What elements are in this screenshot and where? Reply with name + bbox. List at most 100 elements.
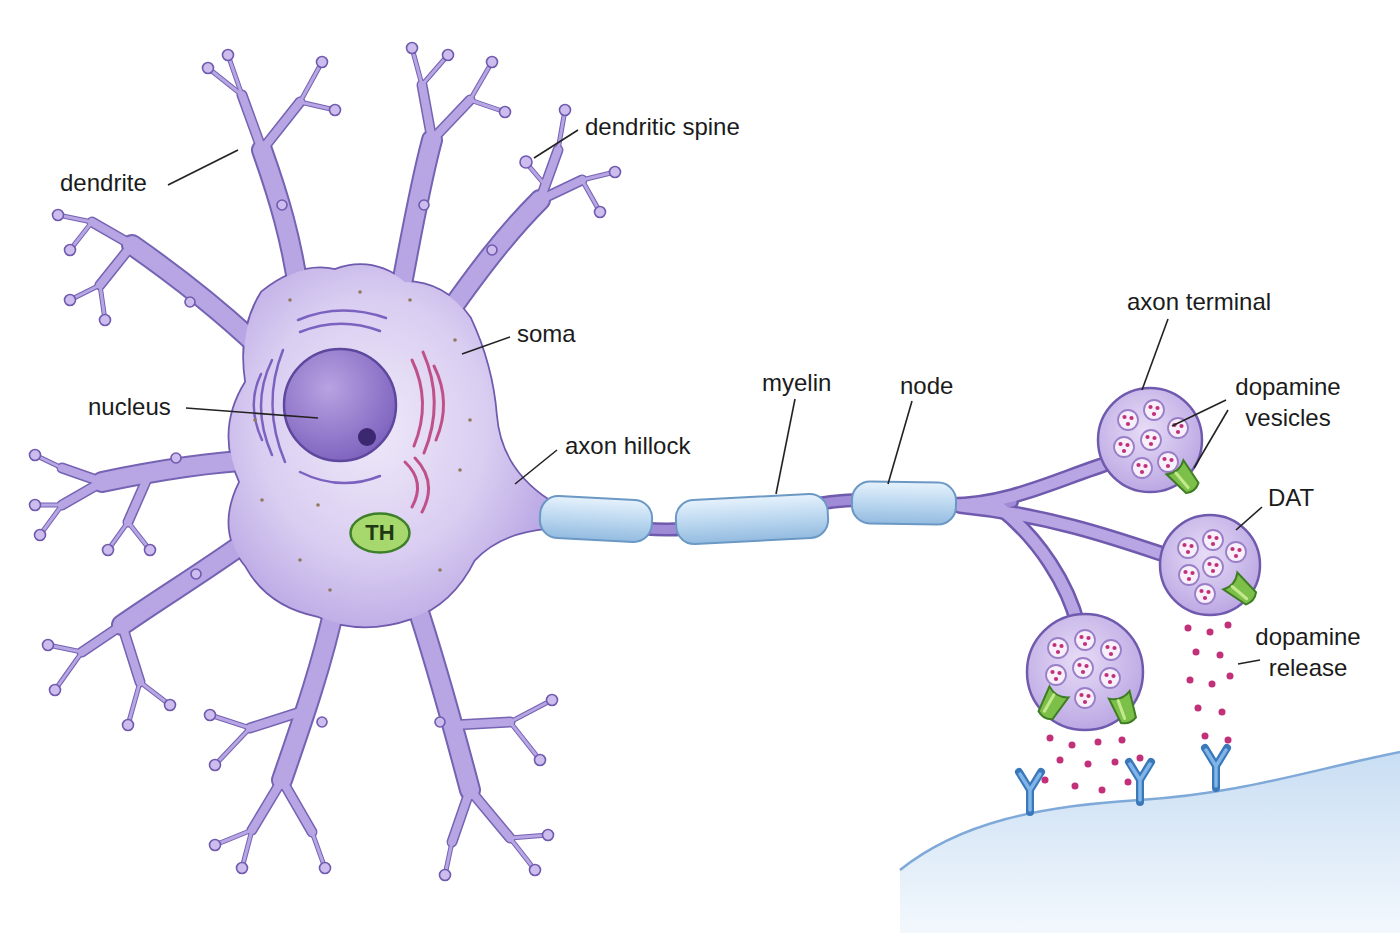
dopamine-molecules [1227, 673, 1234, 680]
axon [1000, 508, 1078, 625]
dendrites [62, 85, 582, 842]
dopamine-molecules [1042, 622, 1234, 794]
axon-terminals [1027, 388, 1260, 730]
dendritic-spines [595, 207, 606, 218]
dendritic-spines [210, 760, 221, 771]
cytoplasm-dots [253, 418, 257, 422]
part-label-text: nucleus [88, 393, 171, 420]
dopamine-molecules [1099, 787, 1106, 794]
leader-lines [462, 337, 510, 354]
dopamine-molecules [1219, 709, 1226, 716]
dopamine-molecules [1193, 649, 1200, 656]
dopamine-transporter [1109, 691, 1140, 726]
part-label: axon terminal [1127, 286, 1271, 317]
dendritic-spines [50, 685, 61, 696]
dopamine-molecules [1207, 629, 1214, 636]
dopamine-molecules [1195, 705, 1202, 712]
soma-body [229, 265, 548, 626]
dopamine-vesicles [1178, 538, 1198, 558]
dendritic-spines [103, 545, 114, 556]
dendritic-spines [317, 717, 327, 727]
dopamine-vesicles [1114, 437, 1134, 457]
dopamine-transporter [1223, 573, 1260, 609]
dopamine-molecules [1095, 739, 1102, 746]
dendritic-spines [407, 43, 418, 54]
dopamine-vesicles [1075, 630, 1095, 650]
dendritic-spines [65, 295, 76, 306]
dopamine-molecules [1069, 742, 1076, 749]
part-label: dendrite [60, 167, 147, 198]
organelles [300, 472, 380, 483]
dendritic-spines [145, 545, 156, 556]
dendritic-spines [205, 710, 216, 721]
part-label-text: myelin [762, 369, 831, 396]
dopamine-molecules [1137, 755, 1144, 762]
dendrites [35, 48, 615, 875]
dendritic-spines [547, 695, 558, 706]
dopamine-molecules [1202, 733, 1209, 740]
dendritic-spines [500, 107, 511, 118]
cytoplasm-dots [288, 298, 292, 302]
dopamine-molecules [1112, 759, 1119, 766]
leader-lines [1194, 410, 1228, 468]
part-label-text: soma [517, 320, 576, 347]
dendritic-spines [535, 755, 546, 766]
dopamine-vesicles [1179, 565, 1199, 585]
dendritic-spines [320, 863, 331, 874]
dendritic-spines [171, 453, 181, 463]
dendritic-spines [487, 245, 497, 255]
axon [960, 506, 1168, 556]
dopamine-molecules [1225, 737, 1232, 744]
leader-lines [515, 450, 557, 484]
cytoplasm-dots [328, 588, 332, 592]
dendrites [35, 48, 615, 875]
postsynaptic-membrane [900, 752, 1400, 933]
enzyme-ellipse-shape [351, 514, 410, 553]
leader-lines [186, 408, 318, 418]
organelles [405, 462, 418, 507]
leader-lines [1238, 660, 1260, 664]
cytoplasm-dots [316, 503, 320, 507]
postsynaptic-membrane [900, 752, 1400, 870]
dopamine-molecules [1057, 757, 1064, 764]
dopamine-vesicles [1073, 658, 1093, 678]
axon-terminals [1027, 614, 1143, 730]
dopamine-vesicles [1046, 400, 1246, 708]
enzyme-label: TH [365, 520, 394, 546]
dendrites [35, 48, 615, 875]
part-label-text: dopamine release [1255, 623, 1360, 681]
dopamine-vesicles [1226, 542, 1246, 562]
part-label-text: dendritic spine [585, 113, 740, 140]
part-label-text: dendrite [60, 169, 147, 196]
organelles [412, 360, 423, 446]
part-label: DAT [1268, 482, 1314, 513]
dopamine-vesicles [1118, 410, 1138, 430]
organelles [298, 310, 386, 320]
dopamine-molecules [1042, 777, 1049, 784]
axon [960, 506, 1168, 556]
cytoplasm-dots [358, 290, 362, 294]
dopamine-molecules [1047, 735, 1054, 742]
organelles [423, 352, 434, 453]
dendritic-spines [191, 569, 201, 579]
dopamine-receptors [1019, 748, 1227, 812]
dopamine-molecules [1209, 681, 1216, 688]
part-label-text: axon terminal [1127, 288, 1271, 315]
dopamine-transporter [1035, 686, 1069, 723]
dendritic-spines [443, 50, 454, 61]
leader-lines [1236, 507, 1262, 530]
dendritic-spines [35, 530, 46, 541]
dendritic-spines [53, 210, 64, 221]
organelles [254, 310, 444, 512]
enzyme-ellipse: TH [349, 512, 411, 554]
dopamine-molecules [1119, 737, 1126, 744]
leader-lines [168, 130, 1262, 664]
dopamine-vesicles [1168, 418, 1188, 438]
leader-lines [776, 399, 795, 494]
dopamine-transporter [1035, 460, 1260, 726]
dendritic-spines [440, 870, 451, 881]
dendritic-spines [487, 57, 498, 68]
dopamine-molecules [1125, 779, 1132, 786]
organelles [254, 374, 262, 440]
